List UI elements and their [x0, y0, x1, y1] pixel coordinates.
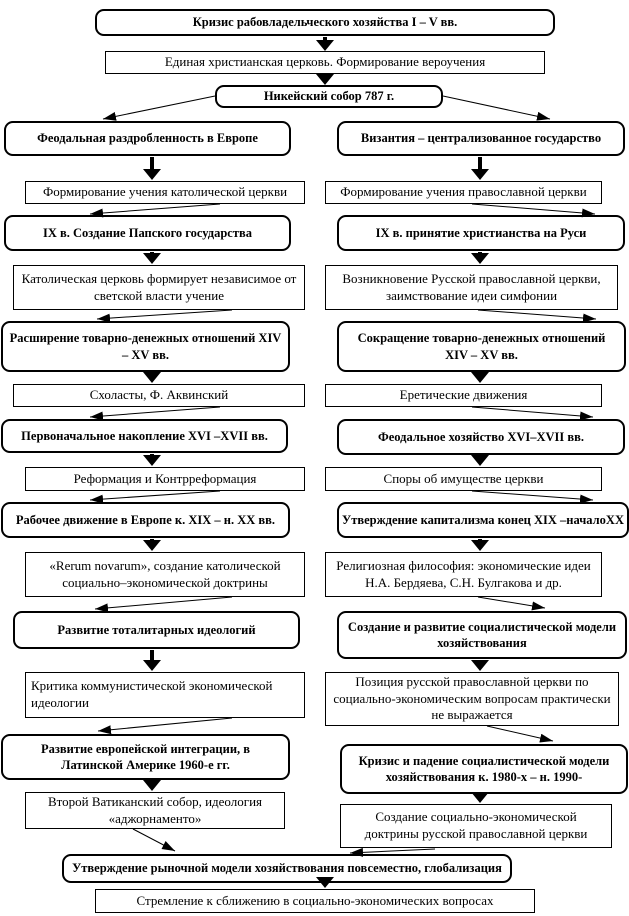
- diag-r6-r7: [471, 406, 594, 421]
- node-socialist-model-crisis-fall: Кризис и падение социалистической модели…: [340, 744, 628, 794]
- arrow-l7-l8: [143, 454, 161, 466]
- node-feudal-fragmentation-europe: Феодальная раздробленность в Европе: [4, 121, 291, 156]
- arrow-l11-l12: [143, 650, 161, 671]
- diag-l10-l11: [94, 596, 233, 613]
- arrow-r11-r12: [471, 660, 489, 671]
- node-expansion-commodity-money-14-15c: Расширение товарно-денежных отношений XI…: [1, 321, 290, 372]
- node-rerum-novarum-doctrine: «Rerum novarum», создание католической с…: [25, 552, 305, 597]
- arrow-r7-r8: [471, 455, 489, 466]
- diag-l2-l3: [89, 203, 221, 218]
- node-primitive-accumulation-16-17c: Первоначальное накопление XVI –XVII вв.: [1, 419, 288, 453]
- diag-l14-b1: [132, 828, 176, 852]
- arrow-l3-l4: [143, 252, 161, 264]
- arrow-t2-t3: [316, 74, 334, 85]
- node-church-property-disputes: Споры об имуществе церкви: [325, 467, 602, 491]
- node-unified-christian-church: Единая христианская церковь. Формировани…: [105, 51, 545, 74]
- node-christianization-of-rus-9c: IX в. принятие христианства на Руси: [337, 215, 625, 251]
- node-catholic-doctrine-formation: Формирование учения католической церкви: [25, 181, 305, 204]
- arrow-l9-l10: [143, 539, 161, 551]
- diag-r12-r13: [486, 725, 554, 743]
- arrow-t1-t2: [316, 37, 334, 51]
- diag-l8-l9: [89, 490, 221, 504]
- node-papal-state-9c: IX в. Создание Папского государства: [4, 215, 291, 251]
- node-market-model-globalization: Утверждение рыночной модели хозяйствован…: [62, 854, 512, 883]
- node-scholastics-aquinas: Схоласты, Ф. Аквинский: [13, 384, 305, 407]
- node-totalitarian-ideologies: Развитие тоталитарных идеологий: [13, 611, 300, 649]
- node-convergence-social-economic: Стремление к сближению в социально-эконо…: [95, 889, 535, 913]
- diag-l4-l5: [96, 309, 233, 323]
- node-feudal-economy-16-17c: Феодальное хозяйство XVI–XVII вв.: [337, 419, 625, 455]
- node-russian-orthodox-church-symphony: Возникновение Русской православной церкв…: [325, 265, 618, 310]
- node-orthodox-doctrine-formation: Формирование учения православной церкви: [325, 181, 602, 204]
- node-orthodox-position-not-expressed: Позиция русской православной церкви по с…: [325, 672, 619, 726]
- node-critique-communist-ideology: Критика коммунистической экономической и…: [25, 672, 305, 718]
- node-european-integration-1960s: Развитие европейской интеграции, в Латин…: [1, 734, 290, 780]
- diag-l6-l7: [89, 406, 221, 421]
- arrow-r3-r4: [471, 252, 489, 264]
- diag-r4-r5: [477, 309, 597, 323]
- node-labor-movement-europe-19-20c: Рабочее движение в Европе к. XIX – н. XX…: [1, 502, 290, 538]
- diag-nicaea-to-left: [102, 95, 216, 121]
- node-heretical-movements: Еретические движения: [325, 384, 602, 407]
- arrow-r5-r6: [471, 372, 489, 383]
- node-contraction-commodity-money-14-15c: Сокращение товарно-денежных отношений XI…: [337, 321, 626, 372]
- node-orthodox-social-economic-doctrine: Создание социально-экономической доктрин…: [340, 804, 612, 848]
- node-crisis-of-slave-economy: Кризис рабовладельческого хозяйства I – …: [95, 9, 555, 36]
- node-second-vatican-council: Второй Ватиканский собор, идеология «адж…: [25, 792, 285, 829]
- node-reformation-counterreformation: Реформация и Контрреформация: [25, 467, 305, 491]
- node-byzantium-centralized-state: Византия – централизованное государство: [337, 121, 625, 156]
- diag-l12-l13: [97, 717, 233, 735]
- diag-r14-b1: [349, 847, 436, 857]
- arrow-l13-l14: [143, 780, 161, 791]
- node-nicaea-council-787: Никейский собор 787 г.: [215, 85, 443, 108]
- diag-r10-r11: [477, 596, 546, 611]
- node-catholic-independent-doctrine: Католическая церковь формирует независим…: [13, 265, 305, 310]
- arrow-l1-l2: [143, 157, 161, 180]
- arrow-r1-r2: [471, 157, 489, 180]
- diag-r8-r9: [471, 490, 594, 504]
- node-capitalism-establishment-19-20c: Утверждение капитализма конец XIX –начал…: [337, 502, 629, 538]
- arrow-l5-l6: [143, 372, 161, 383]
- node-religious-philosophy-berdyaev-bulgakov: Религиозная философия: экономические иде…: [325, 552, 602, 597]
- arrow-r9-r10: [471, 539, 489, 551]
- node-socialist-economy-model: Создание и развитие социалистической мод…: [337, 611, 627, 659]
- diag-nicaea-to-right: [442, 95, 551, 121]
- diag-r2-r3: [471, 203, 596, 218]
